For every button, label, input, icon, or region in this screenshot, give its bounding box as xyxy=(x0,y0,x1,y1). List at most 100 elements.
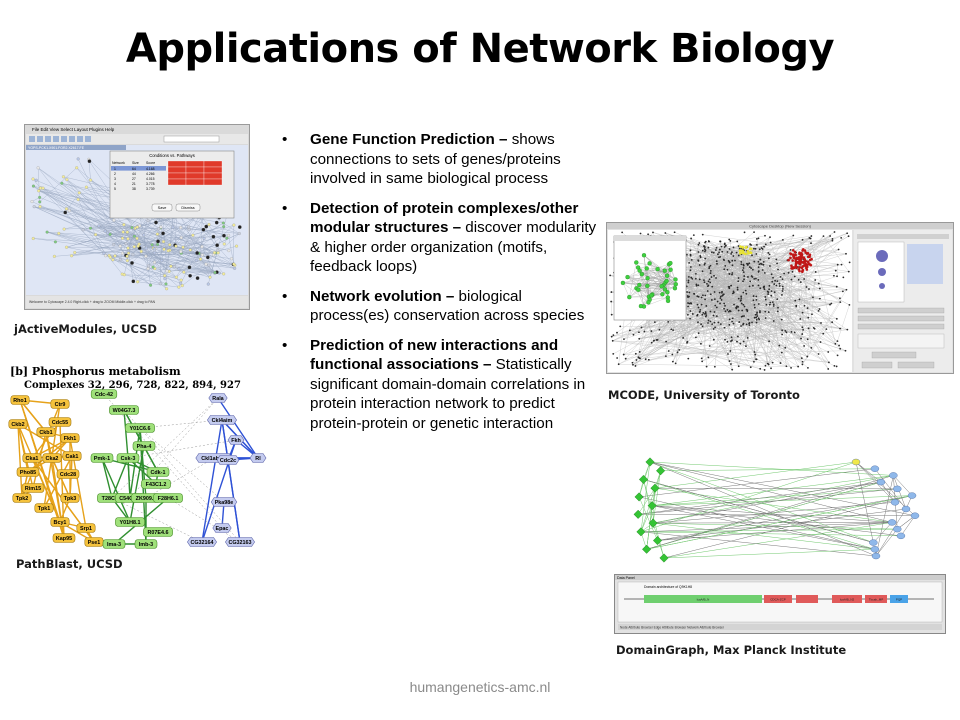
network-node xyxy=(791,267,794,270)
network-node xyxy=(30,200,34,204)
jactive-row-3[interactable]: 3 xyxy=(114,177,116,181)
network-node xyxy=(652,536,663,546)
network-node xyxy=(797,260,801,263)
network-node xyxy=(103,229,107,233)
network-node xyxy=(814,279,817,281)
network-node xyxy=(743,278,745,281)
network-node xyxy=(771,280,774,283)
pathblast-node: Cdc28 xyxy=(56,469,80,479)
network-node xyxy=(759,262,762,265)
svg-text:C54G4.1: C54G4.1 xyxy=(119,496,141,502)
network-node xyxy=(705,314,708,317)
network-node xyxy=(168,243,172,247)
network-node xyxy=(699,308,702,311)
jactive-row-4[interactable]: 4 xyxy=(114,182,116,186)
network-node xyxy=(146,218,150,222)
network-node xyxy=(112,243,116,247)
network-node xyxy=(766,290,769,293)
network-node xyxy=(750,267,753,269)
network-node xyxy=(801,311,804,314)
network-node xyxy=(840,236,843,239)
network-node xyxy=(839,327,841,330)
network-node xyxy=(31,184,35,188)
network-node xyxy=(736,286,739,289)
pathblast-node: Csk-3 xyxy=(116,453,140,463)
network-node xyxy=(800,254,804,258)
svg-text:PQP: PQP xyxy=(896,598,902,602)
network-node xyxy=(811,313,813,316)
network-node xyxy=(696,303,699,306)
network-node xyxy=(201,227,206,232)
jactive-row-5[interactable]: 5 xyxy=(114,187,116,191)
network-node xyxy=(751,254,753,257)
network-node xyxy=(84,185,88,189)
network-node xyxy=(179,236,183,240)
network-node xyxy=(738,252,742,255)
svg-text:Cak1: Cak1 xyxy=(66,454,79,460)
network-node xyxy=(763,369,766,371)
network-node xyxy=(689,266,692,268)
jactive-row-1[interactable]: 1 xyxy=(114,167,116,171)
network-node xyxy=(762,263,765,266)
svg-text:Dismiss: Dismiss xyxy=(181,206,194,210)
network-node xyxy=(777,306,779,309)
svg-text:3.778: 3.778 xyxy=(146,182,155,186)
jactive-row-2[interactable]: 2 xyxy=(114,172,116,176)
svg-text:Ima-3: Ima-3 xyxy=(107,542,121,548)
domaingraph-tabs[interactable]: Node Attribute Browser Edge Attribute Br… xyxy=(620,626,725,630)
network-node xyxy=(707,246,710,249)
jactive-dismiss-button[interactable] xyxy=(175,203,201,212)
network-node xyxy=(767,293,769,295)
network-node xyxy=(609,274,612,277)
network-node xyxy=(800,357,803,360)
network-node xyxy=(130,226,134,230)
network-node xyxy=(770,367,772,370)
network-node xyxy=(732,322,735,325)
network-node xyxy=(157,227,161,231)
network-node xyxy=(207,263,211,267)
network-node xyxy=(785,331,788,334)
network-node xyxy=(721,291,723,294)
network-node xyxy=(753,351,756,353)
network-node xyxy=(206,255,210,260)
network-node xyxy=(799,257,803,260)
network-node xyxy=(703,312,706,315)
network-node xyxy=(622,353,625,356)
network-node xyxy=(642,544,652,554)
network-node xyxy=(833,231,836,233)
network-node xyxy=(125,254,129,258)
network-node xyxy=(827,351,830,353)
network-node xyxy=(650,341,653,344)
network-node xyxy=(144,246,148,250)
network-node xyxy=(610,335,613,338)
network-node xyxy=(644,266,649,271)
network-node xyxy=(741,269,744,272)
network-node xyxy=(803,304,806,307)
jactive-save-button[interactable] xyxy=(151,203,173,212)
network-node xyxy=(94,233,98,237)
network-node xyxy=(748,285,751,288)
network-node xyxy=(156,242,160,246)
network-node xyxy=(781,285,784,288)
network-node xyxy=(152,251,156,255)
network-node xyxy=(697,243,700,246)
network-node xyxy=(673,282,678,287)
network-node xyxy=(122,273,126,277)
network-node xyxy=(797,268,801,271)
svg-text:Imb-3: Imb-3 xyxy=(139,542,153,548)
network-node xyxy=(702,311,705,314)
network-node xyxy=(800,337,802,340)
network-node xyxy=(745,245,748,249)
network-node xyxy=(792,234,795,237)
network-node xyxy=(711,285,714,288)
network-node xyxy=(697,295,700,298)
network-node xyxy=(634,260,639,265)
network-node xyxy=(751,268,754,271)
network-node xyxy=(829,235,832,237)
svg-text:Pho85: Pho85 xyxy=(20,470,36,476)
svg-text:F28H6.1: F28H6.1 xyxy=(158,496,179,502)
svg-text:Tpk1: Tpk1 xyxy=(38,506,51,512)
network-node xyxy=(739,245,742,248)
svg-text:Cdc-42: Cdc-42 xyxy=(95,392,113,398)
network-node xyxy=(829,303,831,306)
